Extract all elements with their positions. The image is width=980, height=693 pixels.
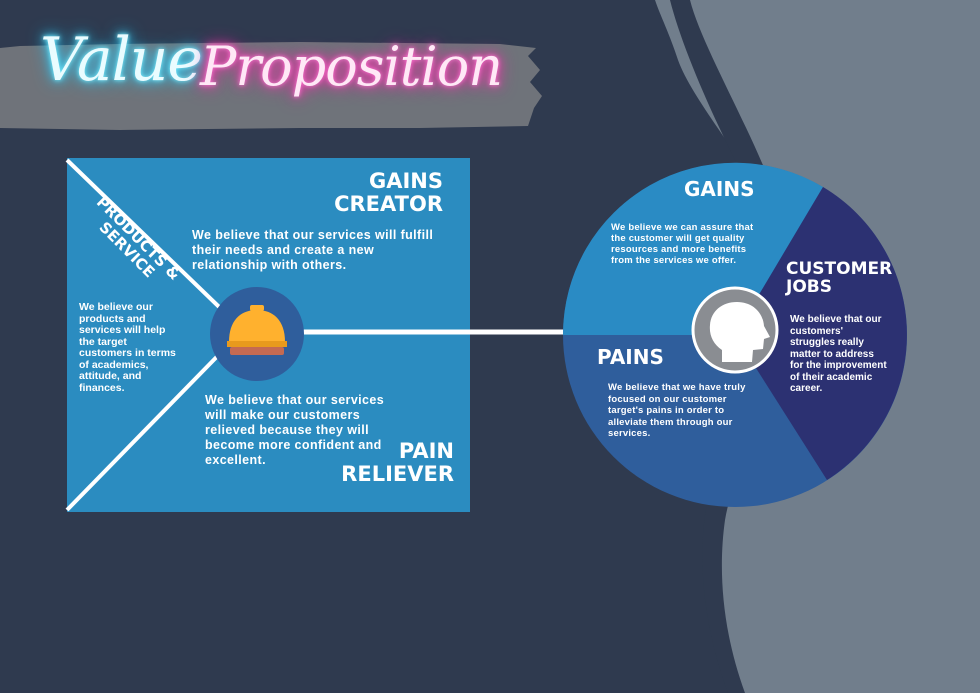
customer-jobs-text: We believe that our customers' struggles… bbox=[790, 314, 887, 394]
customer-jobs-heading: CUSTOMER JOBS bbox=[786, 259, 893, 298]
head-silhouette-icon bbox=[709, 302, 770, 362]
customer-jobs-sector bbox=[735, 187, 907, 480]
gains-text: We believe we can assure that the custom… bbox=[611, 222, 754, 266]
products-service-text: We believe our products and services wil… bbox=[79, 301, 176, 394]
gains-sector bbox=[562, 162, 823, 335]
pain-reliever-text: We believe that our services will make o… bbox=[205, 393, 385, 467]
gains-creator-text: We believe that our services will fulfil… bbox=[192, 228, 434, 272]
gains-heading: GAINS bbox=[684, 177, 755, 201]
title-value: Value bbox=[40, 25, 203, 95]
service-bell-icon bbox=[227, 305, 287, 355]
divider-line bbox=[65, 328, 245, 512]
title-proposition: Proposition bbox=[200, 35, 503, 98]
divider-line bbox=[65, 158, 245, 332]
pains-heading: PAINS bbox=[597, 345, 664, 369]
pains-text: We believe that we have truly focused on… bbox=[608, 382, 746, 439]
gains-creator-heading: GAINS CREATOR bbox=[334, 169, 443, 216]
title-brush-stroke bbox=[0, 42, 542, 130]
pain-reliever-heading: PAIN RELIEVER bbox=[341, 439, 454, 486]
